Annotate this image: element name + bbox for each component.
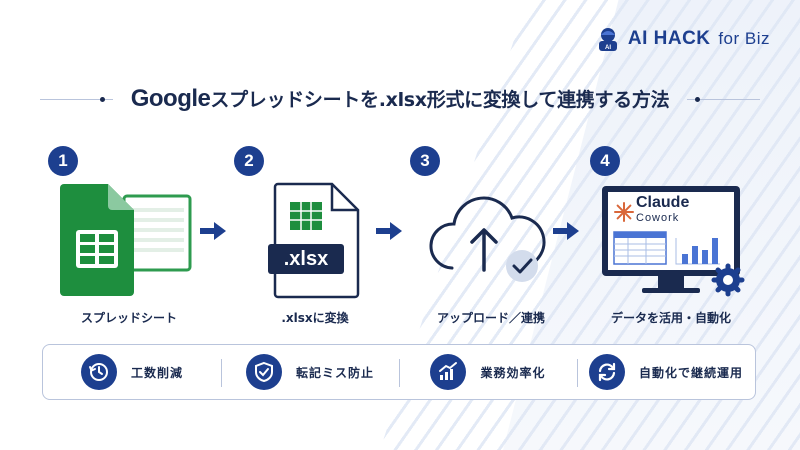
monitor-dashboard-icon [602,186,745,297]
step-3: 3 アップロード／連携 [406,146,576,336]
page-title: Googleスプレッドシートを.xlsx形式に変換して連携する方法 [113,85,688,113]
title-row: Googleスプレッドシートを.xlsx形式に変換して連携する方法 [40,84,760,114]
arrow-right-icon [200,222,226,240]
benefits-bar: 工数削減 転記ミス防止 業務効率化 自動化で継続運用 [42,344,756,400]
step-1: 1 スプレッドシート [44,146,214,336]
logo-badge-text: AI [605,45,611,51]
cloud-upload-icon [429,196,546,282]
benefit-item: 業務効率化 [399,345,577,399]
title-divider-left [40,96,113,102]
step-label: .xlsxに変換 [281,311,349,325]
sync-icon [588,354,625,390]
xlsx-file-icon [268,182,360,299]
benefit-item: 自動化で継続運用 [577,345,755,399]
benefit-item: 工数削減 [43,345,221,399]
step-label: アップロード／連携 [436,311,545,325]
benefit-label: 転記ミス防止 [295,365,374,380]
step-label: データを活用・自動化 [610,311,731,325]
benefit-item: 転記ミス防止 [221,345,399,399]
spreadsheet-icon [60,184,192,296]
benefit-label: 自動化で継続運用 [638,365,743,380]
title-rest: スプレッドシートを.xlsx形式に変換して連携する方法 [210,89,670,111]
xlsx-badge-text: .xlsx [283,247,329,270]
screen-title: Claude [636,194,690,211]
arrow-right-icon [553,222,579,240]
logo-text: AI HACK for Biz [628,28,770,50]
step-number: 1 [48,146,78,176]
step-label: スプレッドシート [80,311,177,325]
title-divider-right [687,96,760,102]
benefit-label: 工数削減 [130,365,183,380]
title-brand: Google [130,85,211,112]
brand-logo: AI AI HACK for Biz [596,26,770,52]
screen-subtitle: Cowork [636,212,680,224]
logo-sub: for Biz [718,29,770,48]
shield-check-icon [245,354,282,390]
step-number: 4 [590,146,620,176]
growth-chart-icon [430,354,467,390]
benefit-label: 業務効率化 [480,365,546,380]
logo-main: AI HACK [627,28,711,49]
step-number: 2 [234,146,264,176]
arrow-right-icon [376,222,402,240]
step-number: 3 [410,146,440,176]
step-2: 2 .xlsx .xlsxに変換 [230,146,400,336]
logo-robot-icon: AI [598,28,617,51]
step-4: 4 Claude Cowork データを活用・自動化 [586,146,756,336]
clock-refresh-icon [80,354,117,390]
